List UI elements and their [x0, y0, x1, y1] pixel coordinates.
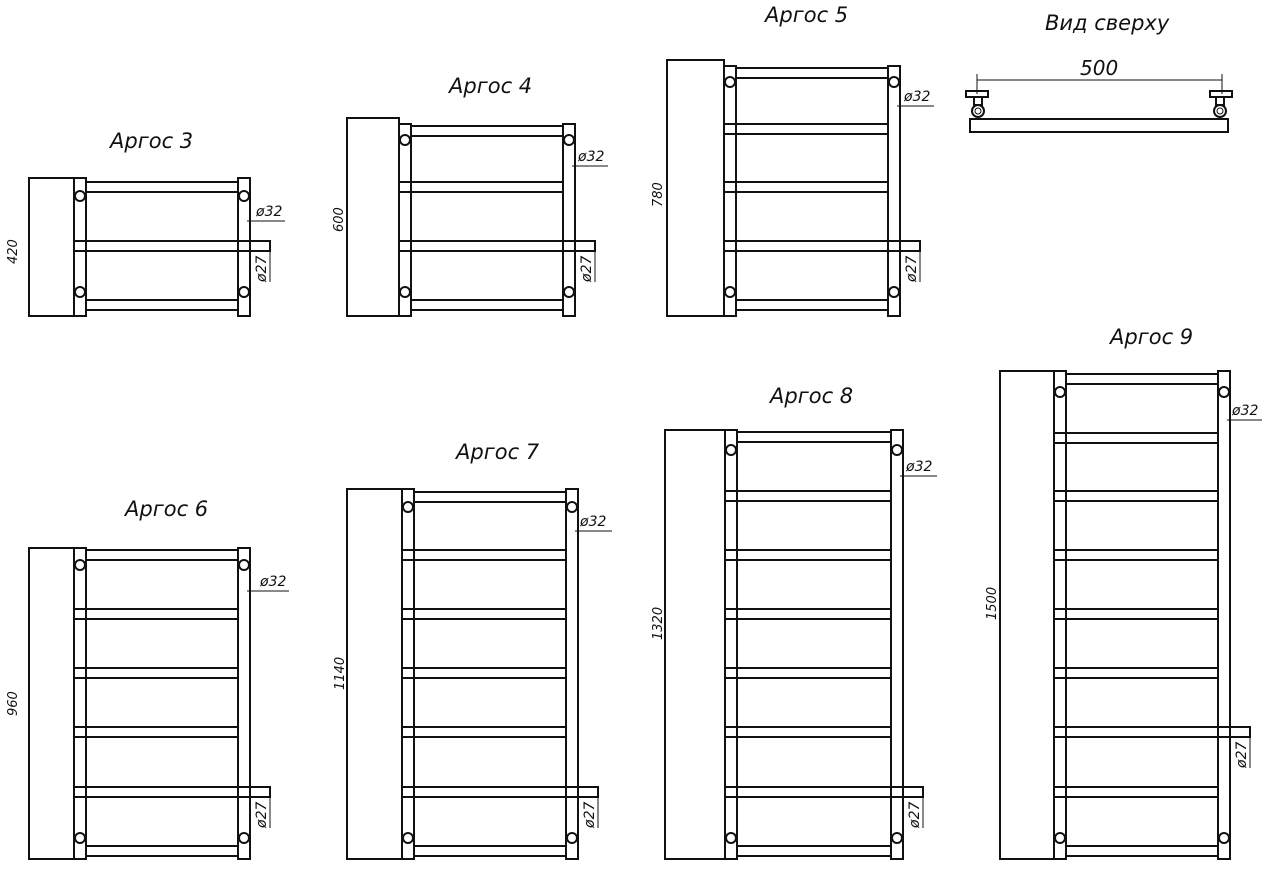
- height-label: 600: [332, 207, 347, 232]
- height-label: 1140: [333, 657, 348, 690]
- pipe-diameter-label: ø32: [255, 204, 282, 220]
- pipe-diameter-label: ø32: [577, 149, 604, 165]
- outlet-diameter-label: ø27: [582, 802, 598, 829]
- model-argos6: Аргос 6 960 ø32 ø27: [6, 497, 289, 860]
- model-argos4: Аргос 4 600 ø32 ø27: [332, 74, 608, 317]
- top-view-title: Вид сверху: [1045, 11, 1170, 35]
- outlet-diameter-label: ø27: [904, 256, 920, 283]
- outlet-diameter-label: ø27: [907, 802, 923, 829]
- height-label: 960: [6, 691, 21, 716]
- pipe-diameter-label: ø32: [905, 459, 932, 475]
- model-argos9: Аргос 9 1500 ø32 ø27: [985, 325, 1262, 860]
- model-title: Аргос 3: [108, 129, 193, 153]
- pipe-diameter-label: ø32: [259, 574, 286, 590]
- outlet-diameter-label: ø27: [579, 256, 595, 283]
- pipe-diameter-label: ø32: [579, 514, 606, 530]
- pipe-diameter-label: ø32: [1231, 403, 1258, 419]
- height-label: 780: [651, 182, 666, 207]
- model-title: Аргос 8: [768, 384, 853, 408]
- model-argos8: Аргос 8 1320 ø32 ø27: [651, 384, 937, 860]
- outlet-diameter-label: ø27: [254, 802, 270, 829]
- outlet-diameter-label: ø27: [1234, 742, 1250, 769]
- model-argos3: Аргос 3 420 ø32 ø27: [6, 129, 285, 317]
- model-argos5: Аргос 5 780 ø32 ø27: [651, 3, 934, 317]
- model-title: Аргос 9: [1108, 325, 1193, 349]
- height-label: 420: [6, 239, 21, 264]
- model-title: Аргос 5: [763, 3, 848, 27]
- top-view: Вид сверху 500: [965, 11, 1233, 133]
- outlet-diameter-label: ø27: [254, 256, 270, 283]
- model-title: Аргос 6: [123, 497, 208, 521]
- model-argos7: Аргос 7 1140 ø32 ø27: [333, 440, 612, 860]
- model-title: Аргос 7: [454, 440, 540, 464]
- model-title: Аргос 4: [447, 74, 532, 98]
- top-view-width-label: 500: [1080, 56, 1118, 80]
- height-label: 1320: [651, 607, 666, 640]
- height-label: 1500: [985, 587, 1000, 620]
- pipe-diameter-label: ø32: [903, 89, 930, 105]
